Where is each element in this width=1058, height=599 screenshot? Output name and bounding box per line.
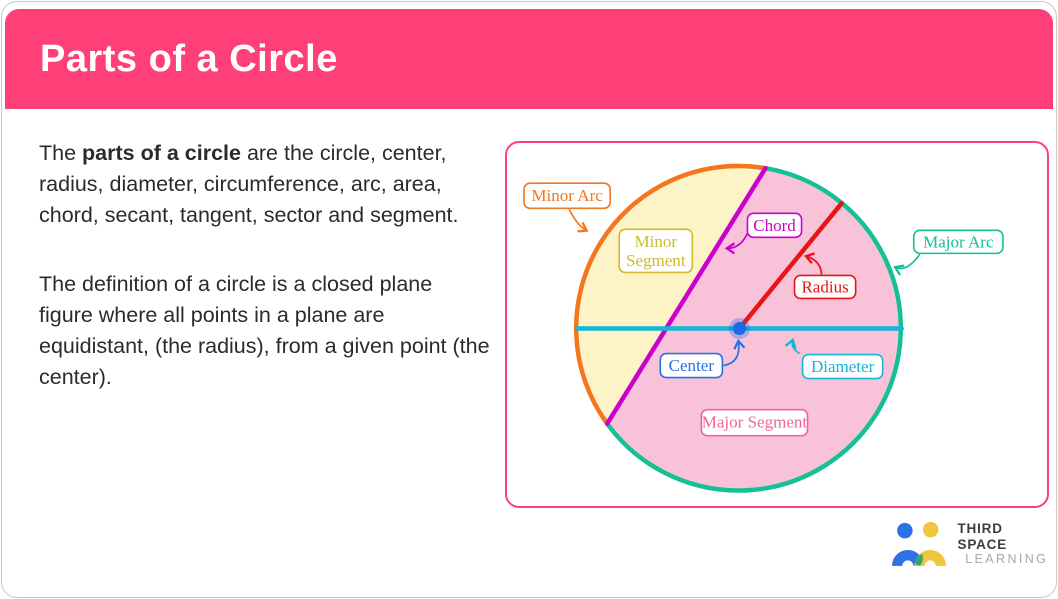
center-label: Center <box>659 352 724 379</box>
chord-label-text: Chord <box>753 216 796 235</box>
major-arc-label-text: Major Arc <box>923 232 994 251</box>
diameter-label-text: Diameter <box>811 357 875 376</box>
chord-line <box>604 165 768 426</box>
major-arc-label: Major Arc <box>912 229 1004 255</box>
page-title: Parts of a Circle <box>40 37 338 80</box>
center-dot <box>732 321 746 336</box>
radius-label: Radius <box>793 274 857 300</box>
minor-arc-curve <box>573 163 768 426</box>
minor-arc-label-text: Minor Arc <box>531 186 603 205</box>
logo-wordmark: THIRD SPACE LEARNING <box>958 521 1056 566</box>
header-bar: Parts of a Circle <box>5 9 1053 109</box>
logo-line2: LEARNING <box>965 552 1049 567</box>
intro-text-block: The parts of a circle are the circle, ce… <box>39 138 491 393</box>
intro-prefix: The <box>39 141 83 165</box>
diagram-panel: Minor Arc Minor Segment Chord Major Arc <box>505 141 1049 508</box>
major-arc-arrow <box>893 253 921 276</box>
logo-people-icon <box>891 521 947 566</box>
minor-arc-arrow <box>568 208 589 233</box>
intro-paragraph: The parts of a circle are the circle, ce… <box>39 138 491 231</box>
intro-rest: are the circle, center, radius, diameter… <box>39 141 459 227</box>
center-arrow <box>723 338 746 367</box>
minor-arc-label: Minor Arc <box>523 182 611 210</box>
definition-paragraph: The definition of a circle is a closed p… <box>39 272 490 389</box>
logo-line1: THIRD SPACE <box>957 521 1008 552</box>
diameter-label: Diameter <box>801 353 884 380</box>
intro-bold-phrase: parts of a circle <box>82 141 241 165</box>
major-segment-label: Major Segment <box>700 408 809 437</box>
third-space-learning-logo: THIRD SPACE LEARNING <box>890 518 1056 570</box>
radius-arrow <box>803 252 823 275</box>
circle-diagram: Minor Arc Minor Segment Chord Major Arc <box>523 163 1004 493</box>
diameter-arrow <box>784 337 801 355</box>
major-segment-label-text: Major Segment <box>702 413 808 432</box>
minor-segment-label-line2: Segment <box>626 251 686 270</box>
radius-line <box>737 201 844 331</box>
center-label-text: Center <box>669 356 715 375</box>
minor-segment-label-line1: Minor <box>635 232 678 251</box>
chord-arrow <box>724 232 749 255</box>
chord-label: Chord <box>746 212 803 239</box>
major-arc-curve <box>604 165 903 493</box>
radius-label-text: Radius <box>801 277 848 296</box>
minor-segment-label: Minor Segment <box>618 228 694 274</box>
